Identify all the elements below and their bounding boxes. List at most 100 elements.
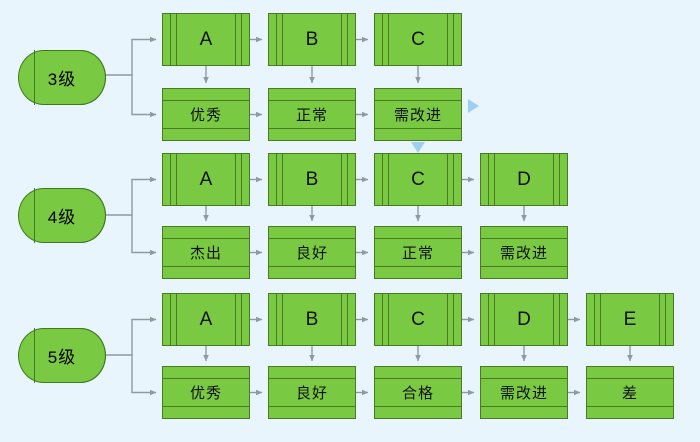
grade-box-r0c0[interactable]: A: [162, 13, 250, 66]
box-rule: [388, 154, 389, 205]
desc-box-r0c2[interactable]: 需改进: [374, 88, 462, 141]
grade-box-r2c4[interactable]: E: [586, 293, 674, 346]
desc-box-r2c3-label: 需改进: [499, 385, 548, 402]
box-rule: [241, 14, 242, 65]
level-cylinder-row2[interactable]: 5级: [18, 328, 106, 383]
grade-box-r1c1[interactable]: B: [268, 153, 356, 206]
box-rule: [269, 238, 355, 239]
desc-box-r2c3[interactable]: 需改进: [480, 366, 568, 419]
grade-box-r2c2[interactable]: C: [374, 293, 462, 346]
box-rule: [453, 14, 454, 65]
cylinder-right-cap: [76, 328, 106, 383]
box-rule: [163, 238, 249, 239]
grade-box-r1c0[interactable]: A: [162, 153, 250, 206]
grade-box-r2c1-label: B: [305, 308, 319, 330]
box-rule: [587, 378, 673, 379]
desc-box-r2c1[interactable]: 良好: [268, 366, 356, 419]
box-rule: [176, 294, 177, 345]
box-rule: [388, 14, 389, 65]
box-rule: [453, 294, 454, 345]
box-rule: [269, 100, 355, 101]
cylinder-right-cap: [76, 50, 106, 105]
box-rule: [375, 406, 461, 407]
cylinder-right-cap: [76, 188, 106, 243]
box-rule: [282, 294, 283, 345]
box-rule: [341, 154, 342, 205]
grade-box-r2c0-label: A: [199, 308, 213, 330]
desc-box-r1c2[interactable]: 正常: [374, 226, 462, 279]
box-rule: [553, 294, 554, 345]
box-rule: [553, 154, 554, 205]
box-rule: [382, 294, 383, 345]
desc-box-r1c0-label: 杰出: [189, 245, 222, 262]
box-rule: [276, 154, 277, 205]
box-rule: [665, 294, 666, 345]
grade-box-r1c2[interactable]: C: [374, 153, 462, 206]
box-rule: [559, 154, 560, 205]
box-rule: [375, 378, 461, 379]
grade-box-r2c3-label: D: [517, 308, 531, 330]
handle-down-marker[interactable]: [411, 142, 425, 153]
box-rule: [382, 154, 383, 205]
desc-box-r0c1[interactable]: 正常: [268, 88, 356, 141]
box-rule: [594, 294, 595, 345]
box-rule: [163, 100, 249, 101]
box-rule: [235, 14, 236, 65]
grade-box-r2c3[interactable]: D: [480, 293, 568, 346]
box-rule: [388, 294, 389, 345]
handle-right-marker[interactable]: [468, 99, 479, 113]
box-rule: [269, 378, 355, 379]
box-rule: [276, 14, 277, 65]
grade-box-r2c4-label: E: [623, 308, 637, 330]
box-rule: [587, 406, 673, 407]
box-rule: [235, 294, 236, 345]
box-rule: [341, 14, 342, 65]
desc-box-r0c0[interactable]: 优秀: [162, 88, 250, 141]
desc-box-r2c1-label: 良好: [295, 385, 328, 402]
box-rule: [375, 266, 461, 267]
box-rule: [241, 294, 242, 345]
box-rule: [163, 378, 249, 379]
grade-box-r1c2-label: C: [411, 168, 425, 190]
level-cylinder-row0[interactable]: 3级: [18, 50, 106, 105]
grade-box-r1c3-label: D: [517, 168, 531, 190]
box-rule: [447, 154, 448, 205]
box-rule: [659, 294, 660, 345]
grade-box-r0c2-label: C: [411, 28, 425, 50]
box-rule: [382, 14, 383, 65]
level-label-row0: 3级: [47, 70, 77, 89]
level-cylinder-row1[interactable]: 4级: [18, 188, 106, 243]
desc-box-r0c2-label: 需改进: [393, 107, 442, 124]
cylinder-left-edge: [34, 328, 35, 383]
grade-box-r2c1[interactable]: B: [268, 293, 356, 346]
box-rule: [600, 294, 601, 345]
box-rule: [375, 128, 461, 129]
grade-box-r2c2-label: C: [411, 308, 425, 330]
desc-box-r1c1[interactable]: 良好: [268, 226, 356, 279]
box-rule: [494, 154, 495, 205]
grade-box-r0c0-label: A: [199, 28, 213, 50]
box-rule: [347, 14, 348, 65]
desc-box-r2c2[interactable]: 合格: [374, 366, 462, 419]
desc-box-r1c3[interactable]: 需改进: [480, 226, 568, 279]
box-rule: [241, 154, 242, 205]
grade-box-r0c2[interactable]: C: [374, 13, 462, 66]
grade-box-r2c0[interactable]: A: [162, 293, 250, 346]
box-rule: [559, 294, 560, 345]
grade-box-r1c3[interactable]: D: [480, 153, 568, 206]
desc-box-r2c2-label: 合格: [401, 385, 434, 402]
box-rule: [282, 154, 283, 205]
box-rule: [176, 14, 177, 65]
desc-box-r2c4[interactable]: 差: [586, 366, 674, 419]
box-rule: [170, 294, 171, 345]
desc-box-r2c0[interactable]: 优秀: [162, 366, 250, 419]
desc-box-r1c1-label: 良好: [295, 245, 328, 262]
box-rule: [163, 406, 249, 407]
box-rule: [235, 154, 236, 205]
box-rule: [481, 378, 567, 379]
grade-box-r0c1[interactable]: B: [268, 13, 356, 66]
box-rule: [375, 100, 461, 101]
desc-box-r1c0[interactable]: 杰出: [162, 226, 250, 279]
grade-box-r1c1-label: B: [305, 168, 319, 190]
